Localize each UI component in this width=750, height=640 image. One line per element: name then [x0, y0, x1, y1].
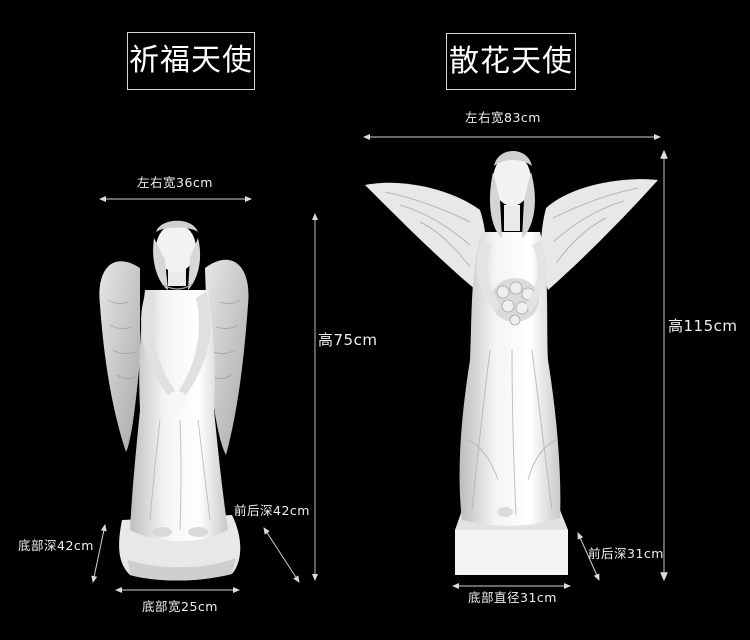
base-diameter-label-right: 底部直径31cm [468, 590, 557, 605]
depth-label-right: 前后深31cm [588, 546, 664, 561]
depth-line-right [577, 532, 600, 581]
prayer-angel-statue [99, 220, 249, 581]
depth-label-left: 前后深42cm [234, 503, 310, 518]
title-prayer-angel: 祈福天使 [127, 32, 255, 90]
title-prayer-angel-text: 祈福天使 [129, 43, 253, 78]
base-depth-label-left: 底部深42cm [18, 538, 94, 553]
height-label-left: 高75cm [318, 331, 378, 349]
title-flower-angel: 散花天使 [446, 33, 576, 90]
width-label-left: 左右宽36cm [137, 175, 213, 190]
base-depth-line-left [91, 524, 107, 583]
flower-angel-statue [365, 151, 658, 575]
base-width-label-left: 底部宽25cm [142, 599, 218, 614]
width-label-right: 左右宽83cm [465, 110, 541, 125]
depth-line-left [263, 527, 300, 583]
height-label-right: 高115cm [668, 317, 738, 335]
title-flower-angel-text: 散花天使 [449, 43, 573, 79]
